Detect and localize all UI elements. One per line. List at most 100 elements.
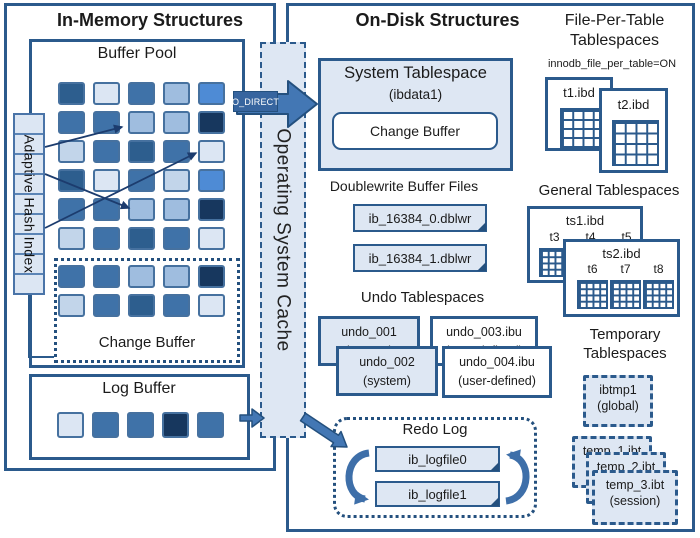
fpt-t1-table-icon xyxy=(560,108,605,148)
log-buffer-block xyxy=(92,412,119,438)
log-buffer-title: Log Buffer xyxy=(102,380,176,397)
fpt-t2-box: t2.ibd xyxy=(599,88,668,173)
temp3-box: temp_3.ibt (session) xyxy=(592,470,678,525)
change-buffer-grid xyxy=(58,265,225,317)
fpt-title-line2: Tablespaces xyxy=(570,32,659,49)
undo-box-002: undo_002 (system) xyxy=(336,346,438,396)
os-cache-label: Operating System Cache xyxy=(273,128,295,352)
change-buffer-page xyxy=(163,294,190,317)
change-buffer-page xyxy=(93,294,120,317)
doublewrite-title: Doublewrite Buffer Files xyxy=(329,178,479,194)
temp-title-line1: Temporary xyxy=(589,326,661,343)
general-ts2-box: ts2.ibd t6 t7 t8 xyxy=(563,239,680,317)
buffer-pool-page xyxy=(93,227,120,250)
buffer-pool-page xyxy=(163,111,190,134)
ts1-t4-label: t4 xyxy=(585,230,596,244)
buffer-pool-page xyxy=(58,111,85,134)
undo-002-type: (system) xyxy=(363,373,411,388)
odirect-label: O_DIRECT xyxy=(232,91,279,112)
fpt-t2-table-icon xyxy=(612,120,659,166)
buffer-pool-grid xyxy=(58,82,225,250)
adaptive-hash-index-bar: Adaptive Hash Index xyxy=(13,113,45,295)
undo-004-name: undo_004.ibu xyxy=(459,355,535,369)
undo-box-004: undo_004.ibu (user-defined) xyxy=(442,346,552,398)
change-buffer-page xyxy=(198,265,225,288)
general-title: General Tablespaces xyxy=(538,182,680,199)
log-buffer-block xyxy=(197,412,224,438)
undo-title: Undo Tablespaces xyxy=(360,289,485,306)
buffer-pool-page xyxy=(163,227,190,250)
system-tablespace-subtitle: (ibdata1) xyxy=(388,87,443,102)
change-buffer-label: Change Buffer xyxy=(98,334,196,351)
buffer-pool-page xyxy=(198,169,225,192)
fpt-t1-label: t1.ibd xyxy=(563,85,595,100)
doublewrite-file-0: ib_16384_0.dblwr xyxy=(353,204,487,232)
buffer-pool-page xyxy=(163,169,190,192)
buffer-pool-title: Buffer Pool xyxy=(97,45,177,62)
buffer-pool-page xyxy=(58,140,85,163)
fpt-t2-label: t2.ibd xyxy=(617,97,650,112)
change-buffer-page xyxy=(128,294,155,317)
ts2-t6-label: t6 xyxy=(587,262,598,276)
buffer-pool-page xyxy=(198,111,225,134)
ibtmp1-scope: (global) xyxy=(597,399,639,413)
buffer-pool-page xyxy=(93,169,120,192)
ts2-t8-table-icon xyxy=(643,280,674,309)
ts1-t5-label: t5 xyxy=(621,230,632,244)
buffer-pool-page xyxy=(198,227,225,250)
log-buffer-block xyxy=(127,412,154,438)
buffer-pool-page xyxy=(58,227,85,250)
buffer-pool-page xyxy=(128,111,155,134)
change-buffer-page xyxy=(58,294,85,317)
ts1-label: ts1.ibd xyxy=(565,213,605,228)
buffer-pool-page xyxy=(163,198,190,221)
change-buffer-page xyxy=(93,265,120,288)
ibtmp1-box: ibtmp1 (global) xyxy=(583,375,653,427)
fpt-setting: innodb_file_per_table=ON xyxy=(547,58,677,70)
ts2-t7-label: t7 xyxy=(620,262,631,276)
buffer-pool-page xyxy=(128,169,155,192)
redo-log-title: Redo Log xyxy=(402,421,468,438)
buffer-pool-page xyxy=(163,140,190,163)
temp-title-line2: Tablespaces xyxy=(583,345,667,362)
temp3-scope: (session) xyxy=(609,494,661,508)
redo-file-1: ib_logfile1 xyxy=(375,481,500,507)
buffer-pool-page xyxy=(163,82,190,105)
change-buffer-page xyxy=(128,265,155,288)
temp3-name: temp_3.ibt xyxy=(605,478,665,492)
fpt-title-line1: File-Per-Table xyxy=(564,12,665,29)
ts2-t7-table-icon xyxy=(610,280,641,309)
log-buffer-block xyxy=(57,412,84,438)
buffer-pool-page xyxy=(128,198,155,221)
buffer-pool-page xyxy=(58,82,85,105)
system-tablespace-title: System Tablespace xyxy=(344,64,487,82)
ts2-t8-label: t8 xyxy=(653,262,664,276)
ts1-t3-label: t3 xyxy=(549,230,560,244)
buffer-pool-page xyxy=(128,82,155,105)
redo-file-0: ib_logfile0 xyxy=(375,446,500,472)
ts2-label: ts2.ibd xyxy=(602,246,641,261)
buffer-pool-page xyxy=(128,227,155,250)
buffer-pool-page xyxy=(58,169,85,192)
in-memory-title: In-Memory Structures xyxy=(56,10,244,30)
change-buffer-page xyxy=(198,294,225,317)
log-buffer-row xyxy=(57,412,224,438)
log-buffer-block xyxy=(162,412,189,438)
buffer-pool-page xyxy=(93,82,120,105)
buffer-pool-page xyxy=(93,198,120,221)
ts2-t6-table-icon xyxy=(577,280,608,309)
buffer-pool-page xyxy=(58,198,85,221)
undo-001-name: undo_001 xyxy=(341,325,397,339)
buffer-pool-page xyxy=(128,140,155,163)
doublewrite-file-1: ib_16384_1.dblwr xyxy=(353,244,487,272)
change-buffer-page xyxy=(163,265,190,288)
change-buffer-page xyxy=(58,265,85,288)
undo-004-type: (user-defined) xyxy=(458,373,536,388)
buffer-pool-page xyxy=(93,111,120,134)
buffer-pool-page xyxy=(198,198,225,221)
buffer-pool-page xyxy=(198,140,225,163)
buffer-pool-page xyxy=(93,140,120,163)
system-change-buffer-box: Change Buffer xyxy=(332,112,498,150)
ibtmp1-name: ibtmp1 xyxy=(599,383,637,397)
